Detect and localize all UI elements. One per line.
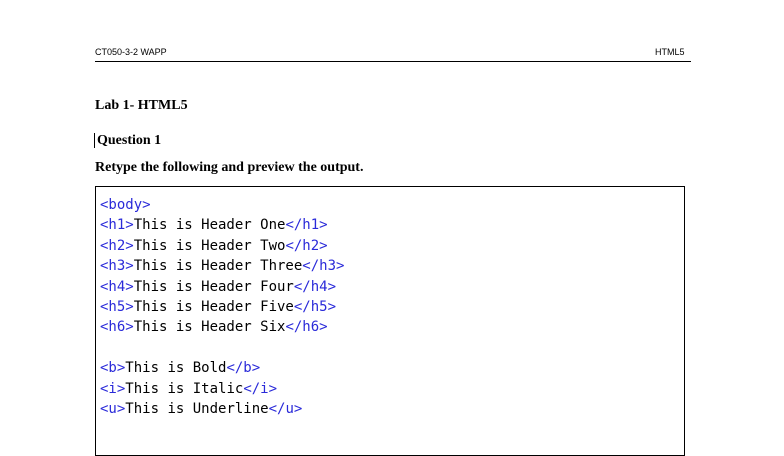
code-open-tag: <h5> [100,298,134,315]
code-line: <h3>This is Header Three</h3> [100,256,684,276]
instruction-text: Retype the following and preview the out… [95,160,364,175]
lab-title: Lab 1- HTML5 [95,98,188,113]
code-open-tag: <h1> [100,217,134,234]
code-open-tag: <h6> [100,319,134,336]
code-open-tag: <h3> [100,258,134,275]
code-close-tag: </h6> [285,319,328,336]
code-line: <h5>This is Header Five</h5> [100,297,684,317]
code-text: This is Italic [125,380,244,397]
code-line: <u>This is Underline</u> [100,399,684,419]
code-open-tag: <u> [100,400,126,417]
code-open-tag: <body> [100,197,151,213]
code-text: This is Header One [133,217,286,234]
code-open-tag: <b> [100,360,126,377]
header-rule [95,61,691,62]
code-open-tag: <i> [100,380,126,397]
code-close-tag: </i> [243,380,278,397]
code-line [100,338,684,358]
code-line: <body> [100,195,684,215]
code-text: This is Bold [125,360,227,377]
code-text: This is Header Four [133,278,294,295]
code-text: This is Underline [125,400,269,417]
text-cursor [94,133,95,148]
code-close-tag: </h4> [293,278,337,295]
header-course-code: CT050-3-2 WAPP [95,47,167,57]
code-text: This is Header Two [133,237,286,254]
header-topic: HTML5 [655,47,685,57]
code-line: <h4>This is Header Four</h4> [100,277,684,297]
code-line: <h1>This is Header One</h1> [100,215,684,235]
code-text: This is Header Five [133,298,294,315]
code-line: <i>This is Italic</i> [100,379,684,399]
code-close-tag: </b> [226,360,261,377]
question-heading: Question 1 [97,133,162,148]
code-line: <b>This is Bold</b> [100,358,684,378]
code-text: This is Header Six [133,319,286,336]
code-box: <body> <h1>This is Header One</h1> <h2>T… [95,186,685,456]
code-line: <h6>This is Header Six</h6> [100,317,684,337]
code-close-tag: </h1> [285,217,328,234]
code-open-tag: <h4> [100,278,134,295]
code-line: <h2>This is Header Two</h2> [100,236,684,256]
code-close-tag: </h5> [293,298,337,315]
code-open-tag: <h2> [100,237,134,254]
code-close-tag: </h2> [285,237,328,254]
code-close-tag: </u> [268,400,303,417]
code-close-tag: </h3> [302,258,345,275]
code-text: This is Header Three [133,258,303,275]
